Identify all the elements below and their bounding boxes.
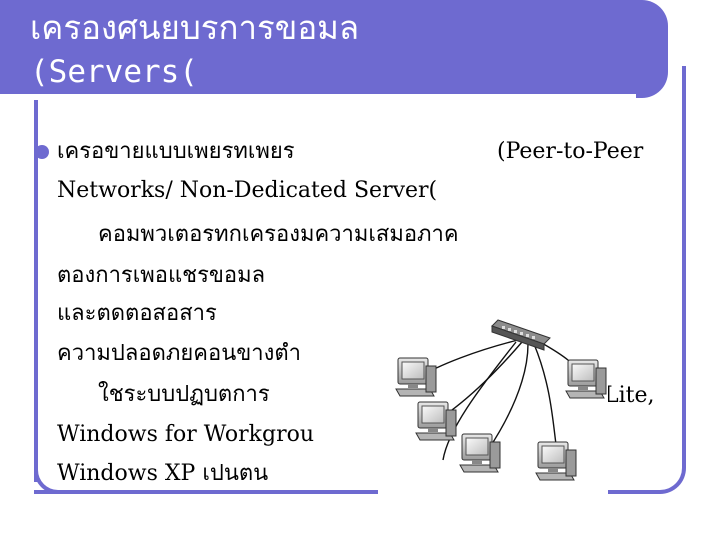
bullet-line-7-en: Lite,	[604, 383, 655, 408]
bullet-icon	[35, 145, 49, 159]
hub-icon	[491, 319, 551, 351]
title-line-1: เครองศนยบรการขอมล	[30, 8, 360, 47]
bullet-heading-thai: เครอขายแบบเพยรทเพยร	[57, 139, 295, 164]
title-underline	[0, 94, 636, 99]
title-bar: เครองศนยบรการขอมล (Servers(	[0, 0, 668, 98]
bullet-line-2: Networks/ Non-Dedicated Server(	[57, 178, 438, 203]
bullet-line-7-thai: ใชระบบปฏบตการ	[98, 382, 270, 407]
network-diagram	[378, 310, 608, 495]
bullet-heading-en: (Peer-to-Peer	[497, 139, 644, 164]
network-hub-computers-icon	[395, 319, 607, 481]
page-title: เครองศนยบรการขอมล (Servers(	[30, 6, 359, 94]
bullet-line-4: ตองการเพอแชรขอมล	[57, 263, 266, 288]
content-frame	[34, 66, 686, 494]
bullet-line-6: ความปลอดภยคอนขางตำ	[57, 341, 302, 366]
bullet-line-3: คอมพวเตอรทกเครองมความเสมอภาค	[98, 222, 459, 247]
bullet-line-5: และตดตอสอสาร	[57, 301, 217, 326]
bullet-line-8: Windows for Workgrou	[57, 422, 314, 447]
content-frame-left	[34, 100, 38, 482]
bullet-line-9: Windows XP เปนตน	[57, 461, 269, 486]
